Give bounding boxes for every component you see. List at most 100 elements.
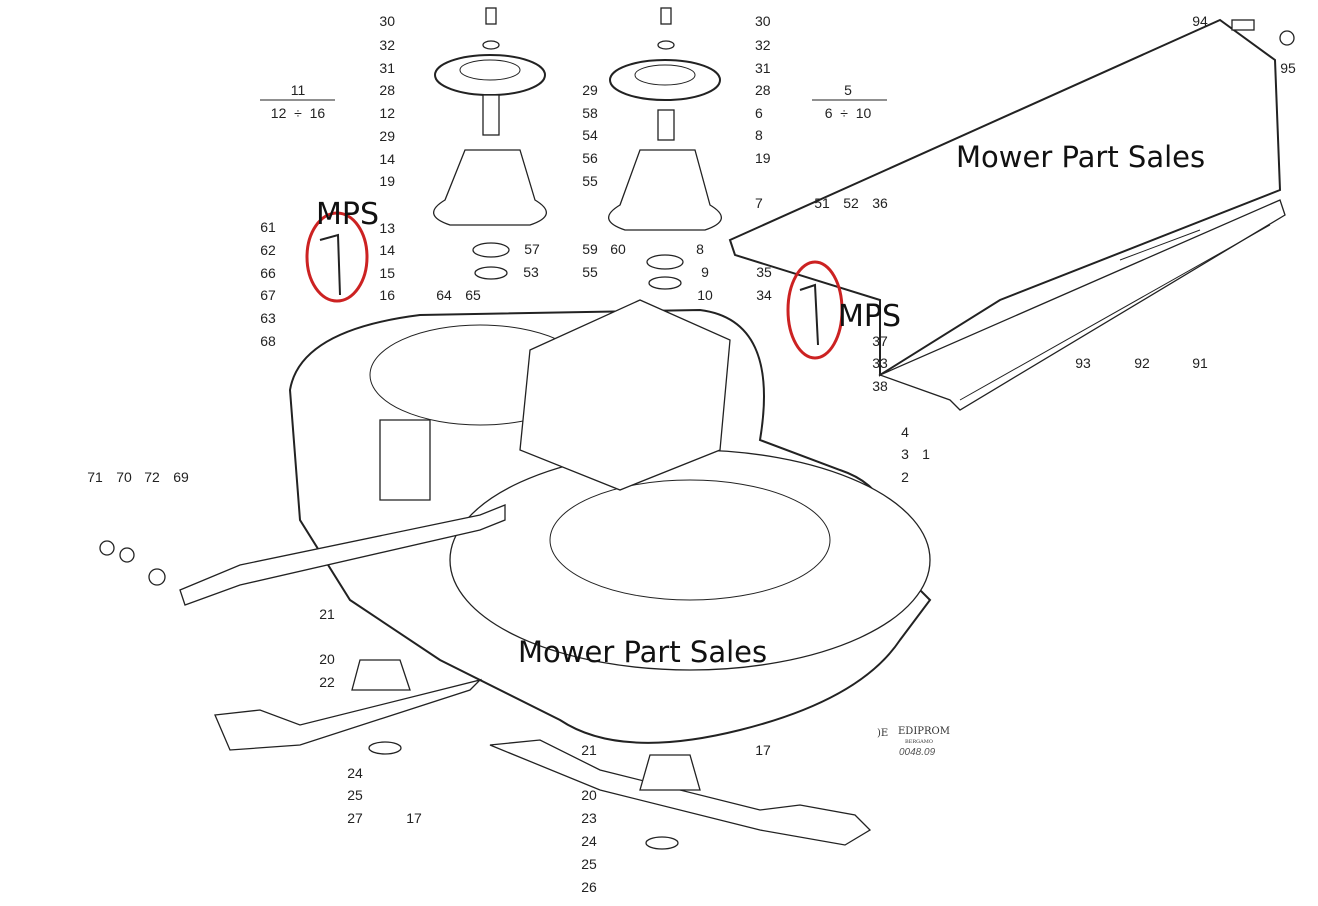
part-number-30: 30: [379, 13, 395, 29]
part-number-17: 17: [406, 810, 422, 826]
part-number-27: 27: [347, 810, 363, 826]
part-number-24: 24: [347, 765, 363, 781]
watermark-center: Mower Part Sales: [518, 635, 767, 669]
watermark-mps-left: MPS: [316, 197, 379, 232]
deck-pulley-well: [549, 479, 831, 601]
part-number-10: 10: [697, 287, 713, 303]
part-number-65: 65: [465, 287, 481, 303]
spindle-shaft-left: [482, 94, 500, 136]
part-number-60: 60: [610, 241, 626, 257]
pulley-left: [434, 54, 546, 96]
pulley-right: [609, 59, 721, 101]
blade-hub-right: [639, 754, 701, 791]
part-number-67: 67: [260, 287, 276, 303]
part-number-37: 37: [872, 333, 888, 349]
part-number-3: 3: [901, 446, 909, 462]
part-number-72: 72: [144, 469, 160, 485]
part-number-19: 19: [755, 150, 771, 166]
svg-text:)E: )E: [877, 728, 888, 739]
part-number-20: 20: [581, 787, 597, 803]
part-number-59: 59: [582, 241, 598, 257]
part-number-55: 55: [582, 264, 598, 280]
part-number-32: 32: [379, 37, 395, 53]
watermark-top: Mower Part Sales: [956, 140, 1205, 174]
part-number-9: 9: [701, 264, 709, 280]
part-number-35: 35: [756, 264, 772, 280]
part-number-38: 38: [872, 378, 888, 394]
blade-right: [489, 739, 872, 846]
spindle-shaft-right: [657, 109, 675, 141]
part-number-56: 56: [582, 150, 598, 166]
belt-cover: [728, 18, 1282, 377]
tow-bar: [179, 504, 506, 606]
part-number-13: 13: [379, 220, 395, 236]
highlight-circle-left: [305, 211, 369, 303]
ediprom-logo: )E EDIPROM BERGAMO 0048.09: [877, 726, 950, 758]
spindle-housing-right: [608, 149, 722, 231]
part-number-22: 22: [319, 674, 335, 690]
deck-bracket: [379, 419, 431, 501]
belt-cover-bracket: [878, 199, 1286, 411]
part-number-8: 8: [696, 241, 704, 257]
part-number-57: 57: [524, 241, 540, 257]
part-number-94: 94: [1192, 13, 1208, 29]
fraction-left-bottom: 12 ÷ 16: [271, 105, 326, 121]
deck-center-housing: [519, 299, 731, 491]
part-number-21: 21: [319, 606, 335, 622]
blade-left: [214, 678, 483, 751]
fraction-right-bottom: 6 ÷ 10: [825, 105, 872, 121]
part-number-95: 95: [1280, 60, 1296, 76]
part-number-21: 21: [581, 742, 597, 758]
part-number-91: 91: [1192, 355, 1208, 371]
part-number-32: 32: [755, 37, 771, 53]
part-number-52: 52: [843, 195, 859, 211]
part-number-23: 23: [581, 810, 597, 826]
part-number-20: 20: [319, 651, 335, 667]
part-number-29: 29: [582, 82, 598, 98]
part-number-70: 70: [116, 469, 132, 485]
part-number-31: 31: [755, 60, 771, 76]
part-number-25: 25: [347, 787, 363, 803]
part-number-12: 12: [379, 105, 395, 121]
part-number-92: 92: [1134, 355, 1150, 371]
part-number-63: 63: [260, 310, 276, 326]
fraction-right-top: 5: [844, 82, 852, 98]
part-number-1: 1: [922, 446, 930, 462]
part-number-16: 16: [379, 287, 395, 303]
part-number-28: 28: [755, 82, 771, 98]
part-number-2: 2: [901, 469, 909, 485]
part-number-14: 14: [379, 151, 395, 167]
part-number-7: 7: [755, 195, 763, 211]
part-number-28: 28: [379, 82, 395, 98]
part-number-71: 71: [87, 469, 103, 485]
part-number-66: 66: [260, 265, 276, 281]
logo-brand: EDIPROM: [898, 726, 950, 737]
part-number-29: 29: [379, 128, 395, 144]
part-number-54: 54: [582, 127, 598, 143]
part-number-51: 51: [814, 195, 830, 211]
part-number-69: 69: [173, 469, 189, 485]
part-number-15: 15: [379, 265, 395, 281]
part-number-61: 61: [260, 219, 276, 235]
blade-hub-left: [351, 659, 411, 691]
part-number-53: 53: [523, 264, 539, 280]
part-number-24: 24: [581, 833, 597, 849]
fraction-left-top: 11: [291, 82, 306, 98]
part-number-6: 6: [755, 105, 763, 121]
part-number-64: 64: [436, 287, 452, 303]
part-number-34: 34: [756, 287, 772, 303]
watermark-mps-right: MPS: [838, 299, 901, 334]
part-number-36: 36: [872, 195, 888, 211]
part-number-93: 93: [1075, 355, 1091, 371]
hanger-bolt-left: [319, 233, 341, 296]
part-number-62: 62: [260, 242, 276, 258]
logo-sub: BERGAMO: [905, 739, 933, 745]
part-number-labels: 3032312812291419131415163032312868197295…: [87, 13, 1296, 895]
part-number-14: 14: [379, 242, 395, 258]
part-number-26: 26: [581, 879, 597, 895]
fraction-right: 5 6 ÷ 10: [812, 82, 887, 121]
part-number-17: 17: [755, 742, 771, 758]
part-number-58: 58: [582, 105, 598, 121]
